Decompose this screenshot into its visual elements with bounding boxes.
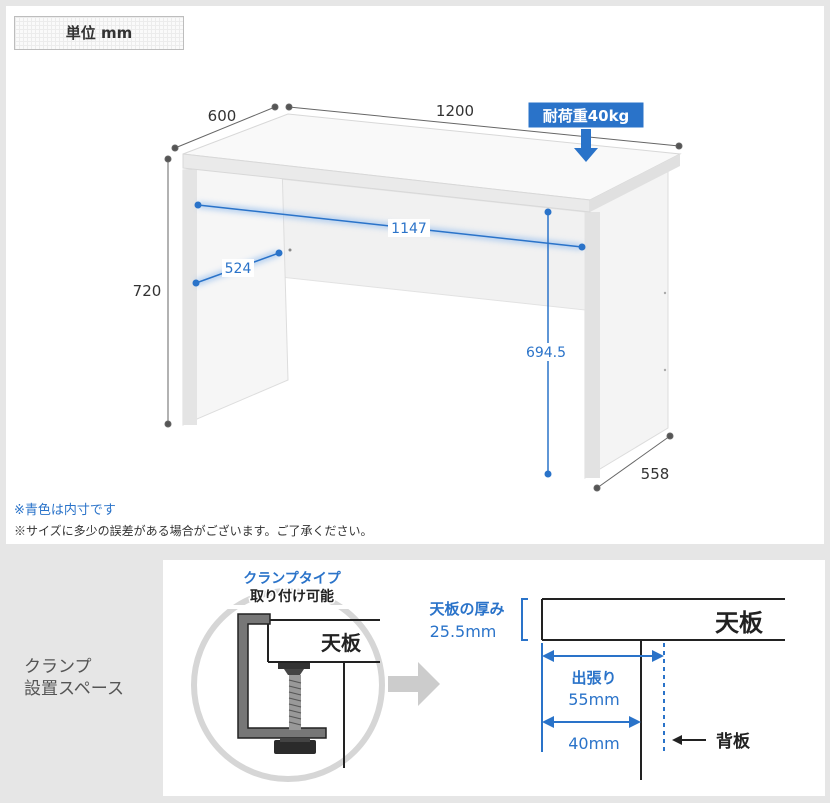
gap-label: 40mm (568, 734, 620, 753)
clamp-type-line1: クランプタイプ (243, 571, 342, 587)
top-board-label-small: 天板 (321, 631, 362, 655)
inner-width-dimension: 1147 (391, 221, 427, 237)
clamp-type-line2: 取り付け可能 (250, 588, 334, 605)
back-panel-label: 背板 (716, 731, 751, 752)
top-board-label: 天板 (715, 609, 764, 637)
unit-label: 単位 mm (14, 16, 184, 50)
cross-section-diagram (521, 598, 785, 780)
left-arrow-icon (672, 735, 682, 745)
outer-dimension-lines (164, 103, 683, 492)
size-tolerance-note: ※サイズに多少の誤差がある場合がございます。ご了承ください。 (14, 524, 373, 538)
overhang-label-line1: 出張り (571, 669, 616, 687)
thickness-label-line1: 天板の厚み (429, 600, 504, 618)
down-arrow-icon (574, 148, 598, 162)
inner-depth-dimension: 524 (225, 261, 252, 277)
inner-height-dimension: 694.5 (526, 345, 566, 361)
foot-depth-dimension: 558 (641, 465, 670, 483)
load-capacity-label: 耐荷重40kg (543, 107, 630, 125)
width-dimension: 1200 (436, 102, 474, 120)
clamp-illustration (191, 588, 385, 782)
inner-size-note: ※青色は内寸です (14, 503, 116, 518)
clamp-section-title: クランプ 設置スペース (24, 657, 124, 699)
thickness-label-line2: 25.5mm (430, 622, 497, 641)
overhang-label-line2: 55mm (568, 690, 620, 709)
load-capacity-badge: 耐荷重40kg (527, 101, 645, 162)
depth-dimension: 600 (208, 107, 237, 125)
height-dimension: 720 (133, 282, 162, 300)
right-arrow-icon (388, 662, 440, 706)
desk-illustration (182, 113, 682, 479)
